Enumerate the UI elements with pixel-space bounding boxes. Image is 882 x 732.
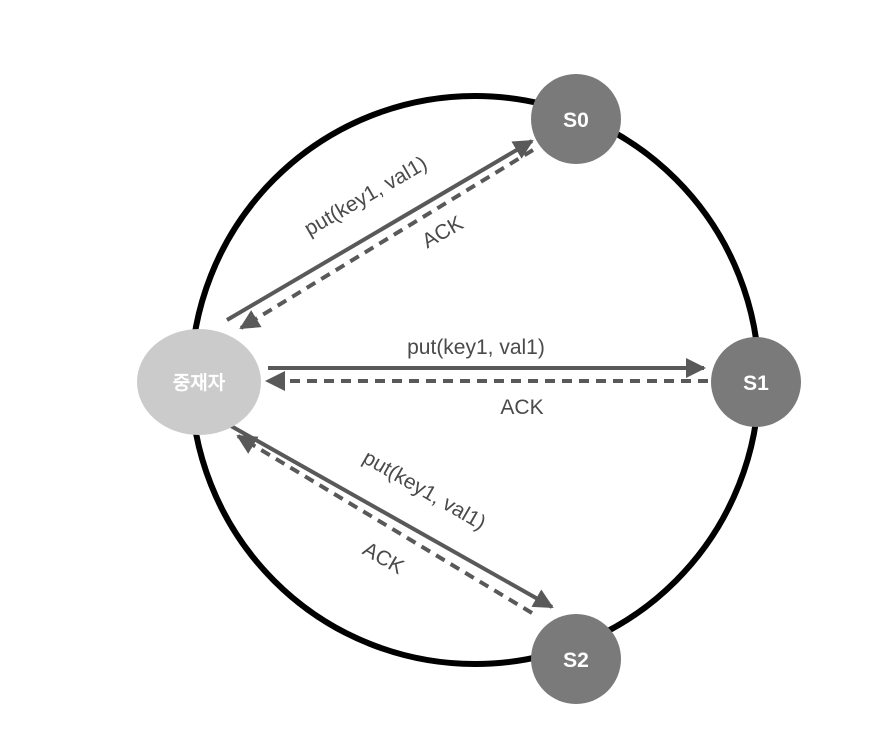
coordinator-node: 중재자 [137,329,261,435]
ack-label-s2: ACK [359,538,408,580]
coordinator-label: 중재자 [173,372,226,394]
s2-node: S2 [531,614,621,704]
put-label-s0: put(key1, val1) [300,152,431,241]
coordinator-circle [137,329,261,435]
s2-circle [531,614,621,704]
s1-circle [711,337,801,427]
put-arrow-s0 [225,139,534,322]
s2-label: S2 [563,649,589,672]
s1-node: S1 [711,337,801,427]
ack-label-s1: ACK [500,396,543,419]
ack-label-s0: ACK [418,212,467,254]
ack-arrow-s0 [239,148,535,330]
put-arrow-s2 [230,424,554,609]
s1-label: S1 [743,372,769,395]
s0-circle [531,74,621,164]
s0-label: S0 [563,109,589,132]
s0-node: S0 [531,74,621,164]
ack-arrow-s2 [236,434,534,615]
put-label-s1: put(key1, val1) [407,336,545,359]
